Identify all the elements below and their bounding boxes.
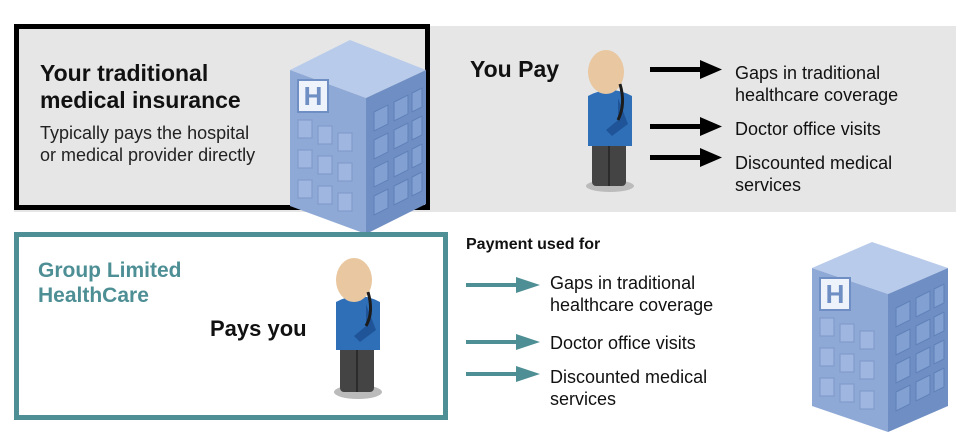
top-arrows [650,60,722,167]
hospital-building-icon: H [812,242,948,432]
group-limited-healthcare-title: Group Limited HealthCare [38,259,182,307]
traditional-insurance-title: Your traditional medical insurance [40,60,241,113]
traditional-insurance-description: Typically pays the hospital or medical p… [40,123,256,165]
person-icon [334,258,382,399]
hospital-sign-text: H [826,279,845,309]
payment-used-item-gaps: Gaps in traditional healthcare coverage [550,273,714,315]
payment-used-for-label: Payment used for [466,236,601,253]
hospital-building-icon: H [290,40,426,234]
you-pay-item-doctor-visits: Doctor office visits [735,119,881,139]
hospital-sign-text: H [304,81,323,111]
payment-used-item-doctor-visits: Doctor office visits [550,333,696,353]
you-pay-label: You Pay [470,56,560,82]
you-pay-item-gaps: Gaps in traditional healthcare coverage [735,63,899,105]
payment-used-item-discounted-services: Discounted medical services [550,367,708,409]
you-pay-item-discounted-services: Discounted medical services [735,153,893,195]
bottom-arrows [466,277,540,382]
person-icon [586,50,634,192]
pays-you-label: Pays you [210,316,307,341]
